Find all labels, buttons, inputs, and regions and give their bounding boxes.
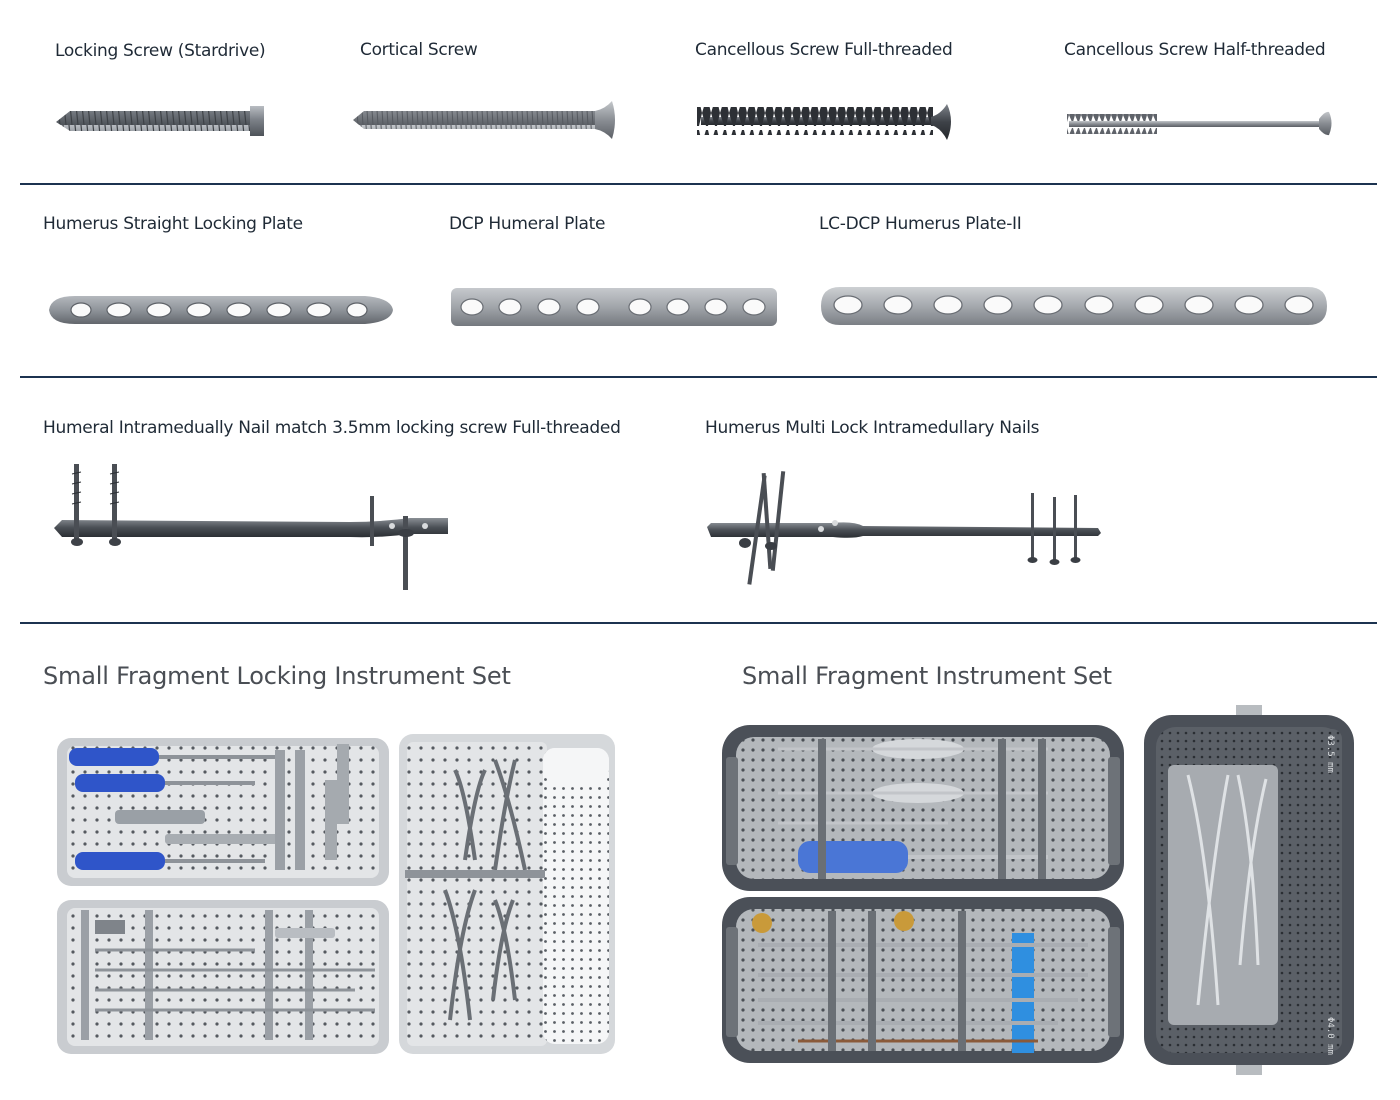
dcp-humeral-plate-image bbox=[451, 288, 777, 326]
lcdcp-humerus-plate-image bbox=[821, 287, 1327, 325]
humerus-straight-plate-label: Humerus Straight Locking Plate bbox=[43, 214, 303, 234]
case-engraving-bottom: Φ4.0 mm bbox=[1325, 1017, 1335, 1055]
humeral-nail-image bbox=[54, 464, 448, 590]
cancellous-half-screw-image bbox=[1067, 111, 1332, 136]
section-divider bbox=[20, 622, 1377, 624]
case-engraving-top: Φ3.5 mm bbox=[1325, 735, 1335, 773]
cancellous-full-label: Cancellous Screw Full-threaded bbox=[695, 40, 953, 60]
section-divider bbox=[20, 376, 1377, 378]
locking-instrument-set-title: Small Fragment Locking Instrument Set bbox=[43, 662, 511, 690]
locking-screw-image bbox=[56, 106, 264, 136]
humerus-straight-plate-image bbox=[49, 296, 393, 324]
cancellous-half-label: Cancellous Screw Half-threaded bbox=[1064, 40, 1326, 60]
instrument-set-title: Small Fragment Instrument Set bbox=[742, 662, 1112, 690]
section-divider bbox=[20, 183, 1377, 185]
cancellous-full-screw-image bbox=[697, 104, 951, 140]
instrument-set-image: Φ3.5 mm Φ4.0 mm bbox=[722, 705, 1354, 1075]
dcp-humeral-plate-label: DCP Humeral Plate bbox=[449, 214, 606, 234]
cortical-screw-image bbox=[353, 101, 615, 139]
locking-screw-label: Locking Screw (Stardrive) bbox=[55, 41, 266, 61]
locking-instrument-set-image bbox=[57, 734, 615, 1054]
cortical-screw-label: Cortical Screw bbox=[360, 40, 478, 60]
humeral-nail-label: Humeral Intramedually Nail match 3.5mm l… bbox=[43, 418, 621, 438]
lcdcp-humerus-plate-label: LC-DCP Humerus Plate-II bbox=[819, 214, 1022, 234]
multilock-nail-image bbox=[707, 471, 1101, 585]
multilock-nail-label: Humerus Multi Lock Intramedullary Nails bbox=[705, 418, 1040, 438]
